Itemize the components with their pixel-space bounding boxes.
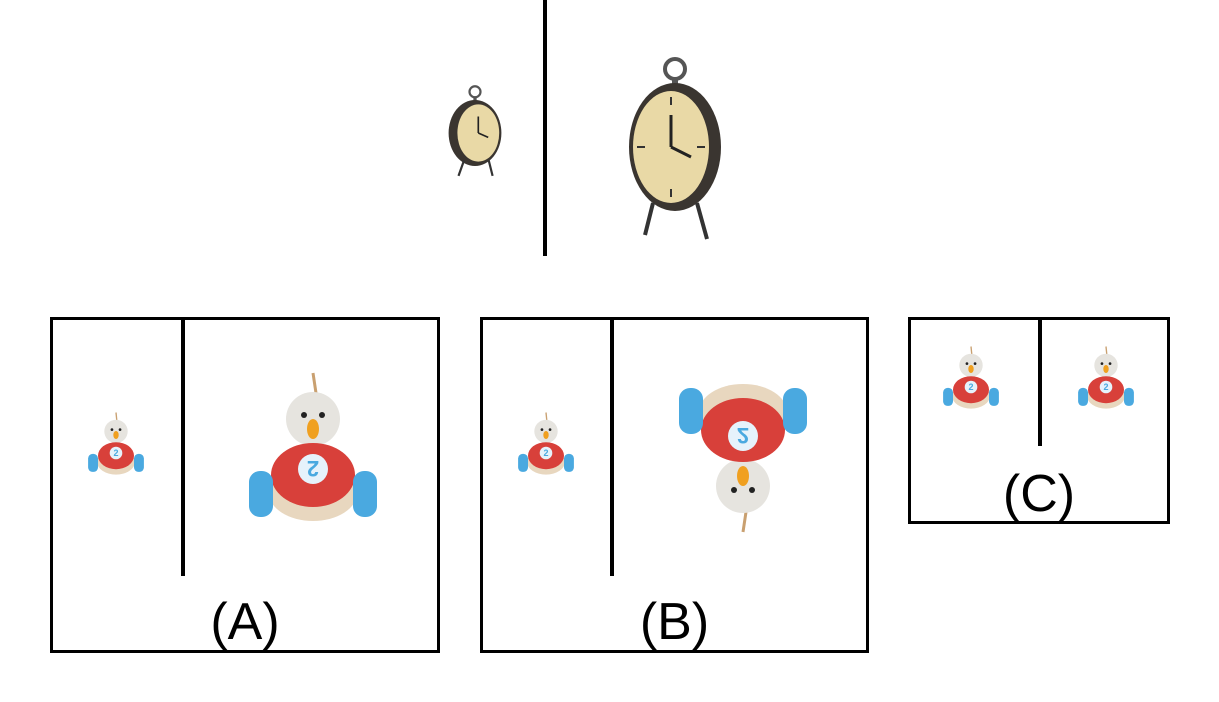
option-c-divider bbox=[1038, 320, 1042, 446]
toy-bird-car-small-icon: 2 bbox=[943, 346, 999, 409]
option-c-panel[interactable]: 2 2 (C) bbox=[908, 317, 1170, 524]
svg-text:2: 2 bbox=[968, 382, 973, 392]
option-b-label: (B) bbox=[639, 593, 710, 651]
alarm-clock-large-icon bbox=[629, 57, 721, 240]
svg-text:2: 2 bbox=[113, 448, 118, 458]
option-b-panel[interactable]: 2 2 (B) bbox=[480, 317, 869, 653]
toy-bird-car-small-icon: 2 bbox=[88, 412, 144, 475]
toy-bird-car-same-icon: 2 bbox=[1078, 346, 1134, 409]
toy-bird-car-large-icon: 2 bbox=[249, 372, 377, 521]
option-a-panel[interactable]: 2 2 (A) bbox=[50, 317, 440, 653]
svg-text:2: 2 bbox=[1103, 382, 1108, 392]
option-a-label: (A) bbox=[210, 593, 280, 651]
svg-text:2: 2 bbox=[737, 423, 749, 448]
svg-text:2: 2 bbox=[307, 456, 319, 481]
toy-bird-car-flipped-icon: 2 bbox=[679, 384, 807, 533]
svg-text:2: 2 bbox=[543, 448, 548, 458]
toy-bird-car-small-icon: 2 bbox=[518, 412, 574, 475]
alarm-clock-small-icon bbox=[448, 85, 502, 177]
option-b-divider bbox=[610, 320, 614, 576]
reference-divider bbox=[543, 0, 547, 256]
option-a-divider bbox=[181, 320, 185, 576]
option-c-label: (C) bbox=[1002, 465, 1076, 523]
